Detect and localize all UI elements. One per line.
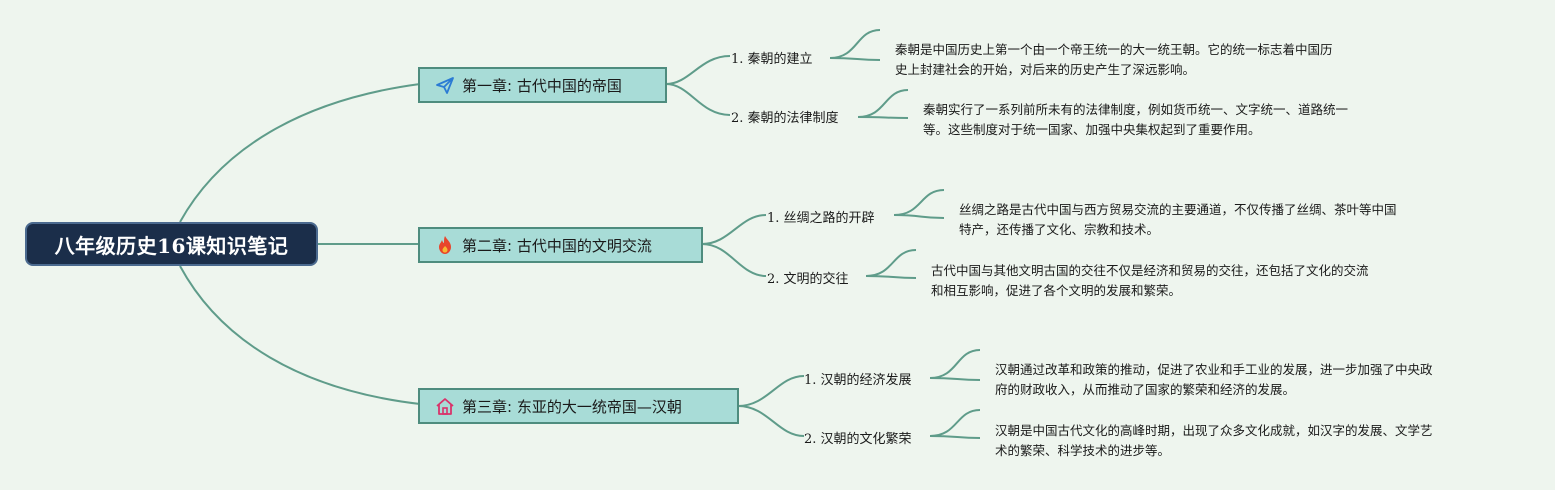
topic-node[interactable]: 1. 秦朝的建立 bbox=[731, 52, 813, 67]
note-text: 和相互影响，促进了各个文明的发展和繁荣。 bbox=[931, 283, 1182, 298]
topic-node[interactable]: 1. 丝绸之路的开辟 bbox=[767, 211, 875, 226]
chapter-node-2[interactable]: 第二章: 古代中国的文明交流 bbox=[418, 227, 703, 263]
note-text: 汉朝是中国古代文化的高峰时期，出现了众多文化成就，如汉字的发展、文学艺 bbox=[995, 423, 1433, 438]
note-text: 秦朝是中国历史上第一个由一个帝王统一的大一统王朝。它的统一标志着中国历 bbox=[895, 42, 1333, 57]
note-node[interactable]: 秦朝是中国历史上第一个由一个帝王统一的大一统王朝。它的统一标志着中国历 史上封建… bbox=[895, 40, 1333, 80]
link-ch3-t2 bbox=[737, 405, 805, 437]
paper-plane-icon bbox=[434, 74, 456, 96]
link-root-ch3 bbox=[179, 265, 421, 405]
link-t3-2-note bbox=[929, 409, 981, 439]
link-t1-1-note bbox=[829, 29, 881, 61]
topic-node[interactable]: 2. 汉朝的文化繁荣 bbox=[804, 432, 912, 447]
note-text: 史上封建社会的开始，对后来的历史产生了深远影响。 bbox=[895, 62, 1196, 77]
chapter-label: 第一章: 古代中国的帝国 bbox=[462, 76, 622, 95]
note-node[interactable]: 古代中国与其他文明古国的交往不仅是经济和贸易的交往，还包括了文化的交流 和相互影… bbox=[931, 261, 1369, 301]
link-root-ch1 bbox=[179, 83, 421, 223]
link-t1-2-note bbox=[857, 89, 909, 119]
fire-icon bbox=[434, 234, 456, 256]
note-text: 秦朝实行了一系列前所未有的法律制度，例如货币统一、文字统一、道路统一 bbox=[923, 102, 1349, 117]
note-text: 古代中国与其他文明古国的交往不仅是经济和贸易的交往，还包括了文化的交流 bbox=[931, 263, 1369, 278]
note-text: 等。这些制度对于统一国家、加强中央集权起到了重要作用。 bbox=[923, 122, 1261, 137]
home-icon bbox=[434, 395, 456, 417]
note-text: 汉朝通过改革和政策的推动，促进了农业和手工业的发展，进一步加强了中央政 bbox=[995, 362, 1433, 377]
link-ch2-t2 bbox=[701, 243, 767, 277]
note-node[interactable]: 丝绸之路是古代中国与西方贸易交流的主要通道，不仅传播了丝绸、茶叶等中国 特产，还… bbox=[959, 200, 1397, 240]
topic-node[interactable]: 2. 秦朝的法律制度 bbox=[731, 111, 839, 126]
root-node[interactable]: 八年级历史16课知识笔记 bbox=[25, 222, 318, 266]
link-ch3-t1 bbox=[737, 375, 805, 407]
chapter-node-3[interactable]: 第三章: 东亚的大一统帝国—汉朝 bbox=[418, 388, 739, 424]
topic-node[interactable]: 1. 汉朝的经济发展 bbox=[804, 373, 912, 388]
link-t3-1-note bbox=[929, 349, 981, 381]
note-text: 丝绸之路是古代中国与西方贸易交流的主要通道，不仅传播了丝绸、茶叶等中国 bbox=[959, 202, 1397, 217]
note-text: 特产，还传播了文化、宗教和技术。 bbox=[959, 222, 1160, 237]
link-t2-1-note bbox=[893, 189, 945, 219]
chapter-label: 第二章: 古代中国的文明交流 bbox=[462, 236, 652, 255]
root-title: 八年级历史16课知识笔记 bbox=[54, 233, 289, 258]
note-text: 术的繁荣、科学技术的进步等。 bbox=[995, 443, 1171, 458]
link-ch2-t1 bbox=[701, 214, 767, 245]
note-node[interactable]: 汉朝通过改革和政策的推动，促进了农业和手工业的发展，进一步加强了中央政 府的财政… bbox=[995, 360, 1433, 400]
note-node[interactable]: 秦朝实行了一系列前所未有的法律制度，例如货币统一、文字统一、道路统一 等。这些制… bbox=[923, 100, 1348, 140]
chapter-node-1[interactable]: 第一章: 古代中国的帝国 bbox=[418, 67, 667, 103]
link-ch1-t2 bbox=[665, 83, 731, 116]
link-ch1-t1 bbox=[665, 55, 731, 85]
note-node[interactable]: 汉朝是中国古代文化的高峰时期，出现了众多文化成就，如汉字的发展、文学艺 术的繁荣… bbox=[995, 421, 1433, 461]
link-t2-2-note bbox=[865, 249, 917, 279]
chapter-label: 第三章: 东亚的大一统帝国—汉朝 bbox=[462, 397, 682, 416]
topic-node[interactable]: 2. 文明的交往 bbox=[767, 272, 849, 287]
note-text: 府的财政收入，从而推动了国家的繁荣和经济的发展。 bbox=[995, 382, 1296, 397]
